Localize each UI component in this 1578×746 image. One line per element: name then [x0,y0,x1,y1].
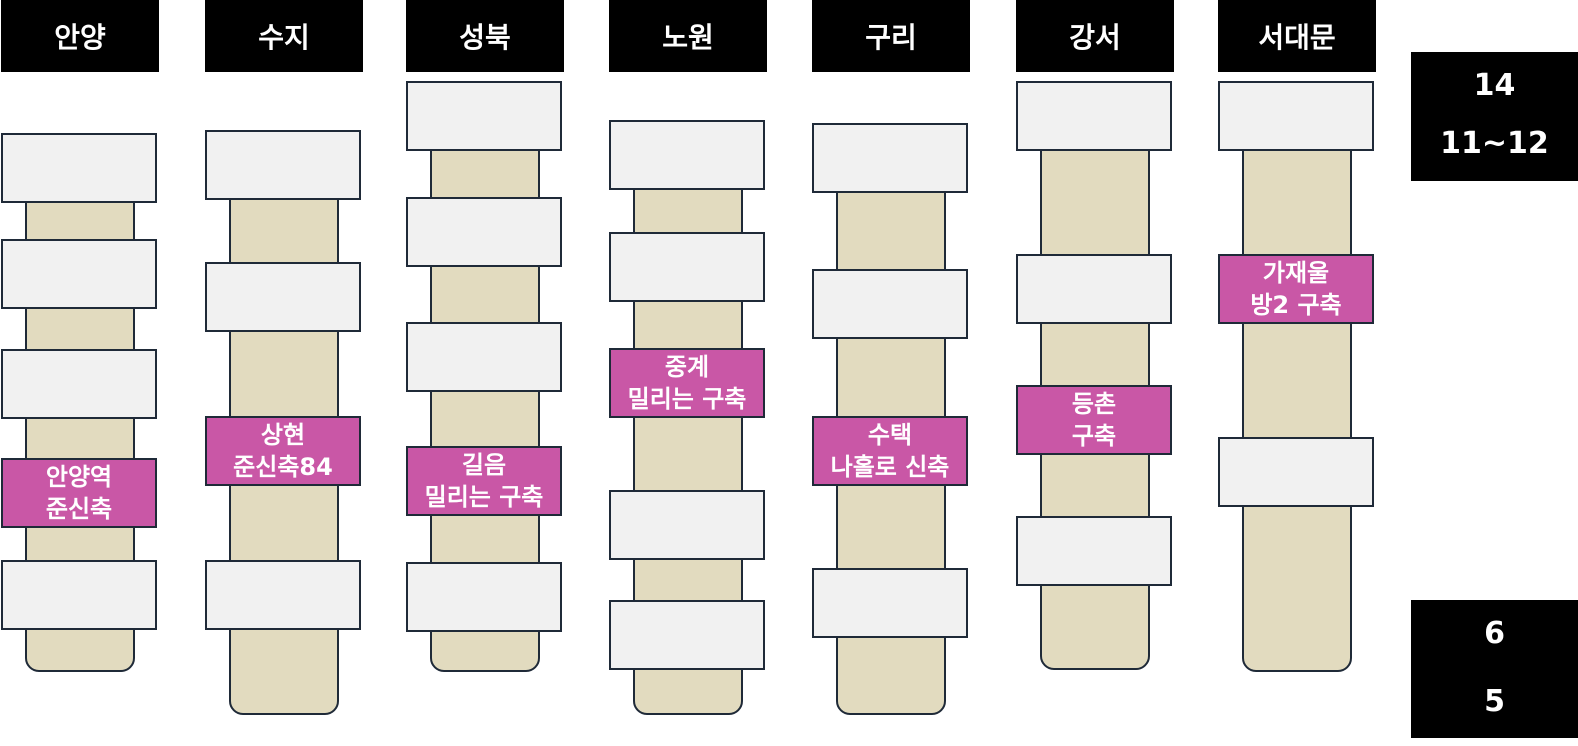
tier-block [205,560,361,630]
tier-block [609,232,765,302]
tier-block [406,197,562,267]
highlight-block: 안양역 준신축 [1,458,157,528]
column-header: 구리 [812,0,970,72]
highlight-block: 중계 밀리는 구축 [609,348,765,418]
scale-bottom-label: 6 5 [1411,600,1578,738]
column-header: 수지 [205,0,363,72]
scale-bottom-line1: 6 [1484,616,1505,651]
tier-block [1016,516,1172,586]
tier-block [1016,81,1172,151]
scale-top-line2: 11~12 [1440,126,1549,161]
tier-block [1,560,157,630]
tier-block [406,562,562,632]
column-header: 안양 [1,0,159,72]
highlight-block: 가재울 방2 구축 [1218,254,1374,324]
column-bar [1242,148,1352,672]
tier-block [205,130,361,200]
column-header: 서대문 [1218,0,1376,72]
tier-block [406,81,562,151]
tier-block [812,269,968,339]
highlight-block: 수택 나홀로 신축 [812,416,968,486]
tier-block [609,600,765,670]
highlight-block: 길음 밀리는 구축 [406,446,562,516]
scale-top-label: 14 11~12 [1411,52,1578,181]
scale-bottom-line2: 5 [1484,684,1505,719]
tier-block [1218,437,1374,507]
tier-block [406,322,562,392]
tier-block [812,123,968,193]
highlight-block: 등촌 구축 [1016,385,1172,455]
column-header: 성북 [406,0,564,72]
tier-block [1,349,157,419]
column-header: 노원 [609,0,767,72]
column-header: 강서 [1016,0,1174,72]
tier-block [609,490,765,560]
tier-block [1,239,157,309]
tier-block [812,568,968,638]
scale-top-line1: 14 [1473,68,1516,103]
tier-block [1016,254,1172,324]
highlight-block: 상현 준신축84 [205,416,361,486]
tier-block [205,262,361,332]
tier-block [609,120,765,190]
tier-block [1218,81,1374,151]
tier-block [1,133,157,203]
